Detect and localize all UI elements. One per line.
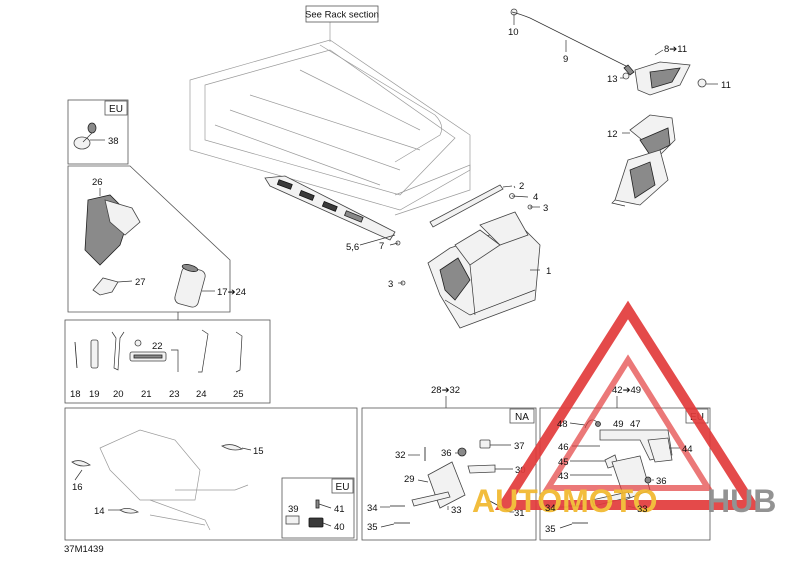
cable-and-light-parts: [510, 8, 707, 96]
region-tag-eu-top: EU: [109, 104, 123, 115]
callout-21: 21: [141, 389, 152, 400]
callout-34a: 34: [367, 503, 378, 514]
rack-ghost: [189, 22, 471, 216]
callout-17-24: 17➔24: [217, 287, 246, 298]
callout-1: 1: [546, 266, 551, 277]
callout-41: 41: [334, 504, 345, 515]
callout-26: 26: [92, 177, 103, 188]
callout-4: 4: [533, 192, 538, 203]
callout-3a: 3: [543, 203, 548, 214]
panel-eu-mirror: EU 38: [67, 99, 129, 165]
callout-35a: 35: [367, 522, 378, 533]
callout-39: 39: [288, 504, 299, 515]
callout-7: 7: [379, 241, 384, 252]
callout-36a: 36: [441, 448, 452, 459]
callout-10: 10: [508, 27, 519, 38]
callout-45: 45: [558, 457, 569, 468]
callout-32: 32: [395, 450, 406, 461]
watermark-text-b: HUB: [707, 483, 776, 519]
region-tag-eu-small: EU: [336, 482, 350, 493]
callout-48: 48: [557, 419, 568, 430]
panel-decals: 16 15 14: [64, 407, 358, 541]
side-rail-part-5-6: [264, 175, 396, 241]
callout-37: 37: [514, 441, 525, 452]
watermark-text-a: AUTOMOTO: [472, 483, 657, 519]
panel-tools: 18 19 20 21 22 23 24 25: [64, 312, 271, 404]
automotohub-watermark: AUTOMOTO HUB: [472, 300, 776, 519]
callout-2: 2: [519, 181, 524, 192]
panel-na-plate: NA 32 36 37 30 29 33 31 34 35: [361, 407, 537, 541]
callout-34b: 34: [545, 503, 556, 514]
bracket-part-12: [611, 114, 676, 207]
callout-23: 23: [169, 389, 180, 400]
callout-38: 38: [108, 136, 119, 147]
callout-8-11: 8➔11: [664, 44, 687, 55]
callout-31: 31: [514, 508, 525, 519]
callout-9: 9: [563, 54, 568, 65]
callout-13: 13: [607, 74, 618, 85]
callout-19: 19: [89, 389, 100, 400]
region-tag-na: NA: [515, 412, 529, 423]
callout-44: 44: [682, 444, 693, 455]
callout-42-49: 42➔49: [612, 385, 641, 396]
figure-code: 37M1439: [64, 544, 104, 555]
rack-note-box[interactable]: See Rack section: [305, 5, 379, 23]
callout-43: 43: [558, 471, 569, 482]
panel-eu-plates: EU 39 41 40: [281, 477, 355, 539]
mounting-strip-part-2: [429, 184, 504, 228]
callout-35b: 35: [545, 524, 556, 535]
callout-22: 22: [152, 341, 163, 352]
callout-14: 14: [94, 506, 105, 517]
rear-cover-part-1: [427, 211, 541, 329]
callout-47: 47: [630, 419, 641, 430]
callout-16: 16: [72, 482, 83, 493]
callout-28-32: 28➔32: [431, 385, 460, 396]
callout-33b: 33: [637, 504, 648, 515]
callout-20: 20: [113, 389, 124, 400]
callout-40: 40: [334, 522, 345, 533]
callout-5-6: 5,6: [346, 242, 359, 253]
callout-3b: 3: [388, 279, 393, 290]
callout-49: 49: [613, 419, 624, 430]
callout-29: 29: [404, 474, 415, 485]
callout-11: 11: [721, 80, 731, 91]
callout-25: 25: [233, 389, 244, 400]
callout-24: 24: [196, 389, 207, 400]
callout-27: 27: [135, 277, 146, 288]
rack-note-label: See Rack section: [305, 10, 379, 21]
callout-18: 18: [70, 389, 81, 400]
watermark-triangle-icon: [494, 300, 762, 510]
callout-15: 15: [253, 446, 264, 457]
leader-lines: [359, 14, 718, 284]
callout-12: 12: [607, 129, 618, 140]
callout-33a: 33: [451, 505, 462, 516]
panel-toolkit-bag: 26 27 17➔24: [67, 165, 246, 313]
callout-46: 46: [558, 442, 569, 453]
callout-36b: 36: [656, 476, 667, 487]
